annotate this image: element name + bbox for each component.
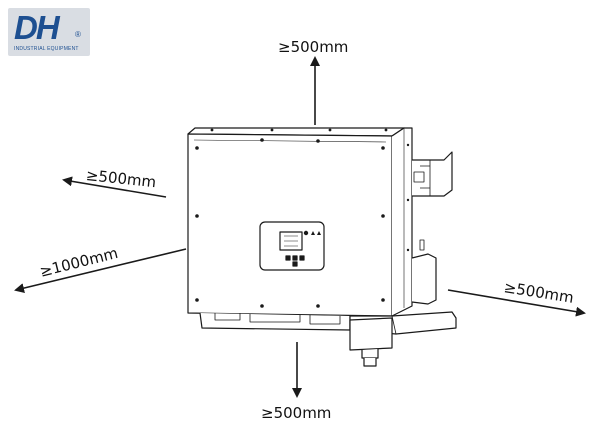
logo-mark: DH bbox=[14, 9, 60, 46]
panel-screws bbox=[195, 128, 410, 308]
arrow-left bbox=[62, 176, 167, 198]
inverter-body bbox=[187, 127, 457, 367]
clearance-bottom-label: ≥500mm bbox=[261, 404, 332, 422]
arrow-right bbox=[447, 289, 586, 317]
arrow-left-far bbox=[14, 248, 187, 293]
logo-subtitle: INDUSTRIAL EQUIPMENT bbox=[14, 46, 79, 52]
logo-registered-mark: ® bbox=[75, 30, 81, 39]
clearance-top-label: ≥500mm bbox=[278, 38, 349, 56]
brand-logo: DH ® INDUSTRIAL EQUIPMENT bbox=[8, 8, 90, 56]
clearance-arrows bbox=[14, 56, 586, 398]
